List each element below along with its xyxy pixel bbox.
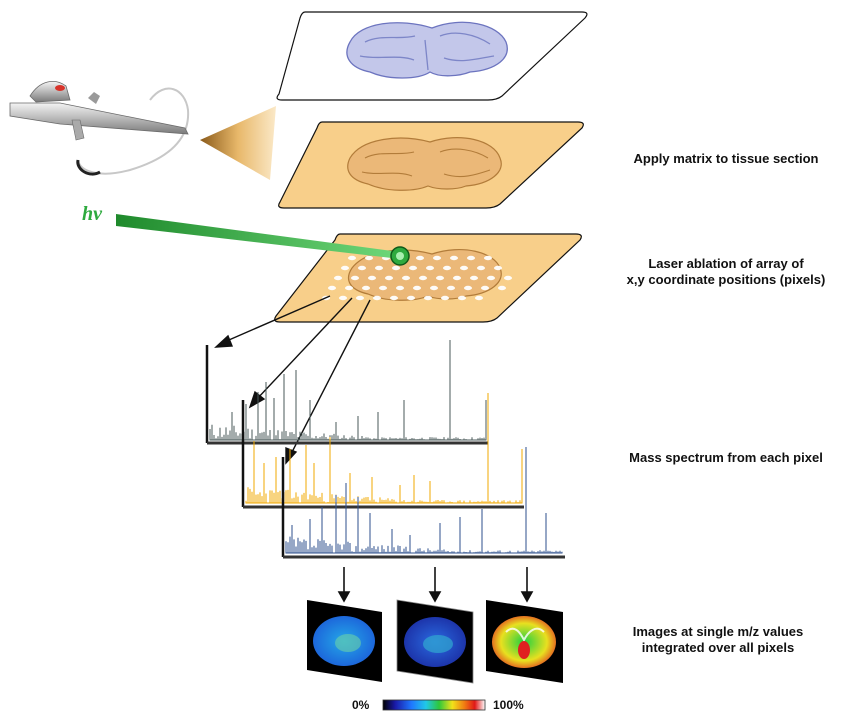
ablation-spot: [368, 275, 376, 281]
ablation-spot: [467, 255, 475, 261]
ablation-spot: [443, 265, 451, 271]
laser-symbol: hν: [82, 203, 102, 225]
ablation-spot: [464, 285, 472, 291]
ablation-spot: [365, 255, 373, 261]
ablation-spot: [470, 275, 478, 281]
ablation-spot: [477, 265, 485, 271]
ablation-spot: [339, 295, 347, 301]
tissue-slide: [276, 11, 588, 101]
step-images-line1: Images at single m/z values: [632, 624, 804, 639]
ablation-spot: [396, 285, 404, 291]
ablation-spot: [345, 285, 353, 291]
ablation-spot: [390, 295, 398, 301]
ablation-spot: [419, 275, 427, 281]
ablation-spot: [392, 265, 400, 271]
ablation-spot: [407, 295, 415, 301]
ablation-spot: [487, 275, 495, 281]
step-laser-ablation-line2: x,y coordinate positions (pixels): [626, 272, 826, 287]
step-mass-spectrum: Mass spectrum from each pixel: [629, 450, 823, 465]
pixel-to-spectrum-arrows: [214, 295, 371, 465]
spray-cone-icon: [200, 106, 276, 180]
ablation-spot: [409, 265, 417, 271]
ablation-spot: [362, 285, 370, 291]
ablation-spot: [484, 255, 492, 261]
spectrum-to-image-arrows: [337, 567, 534, 603]
ablation-spot: [447, 285, 455, 291]
ablation-spot: [385, 275, 393, 281]
ablation-spot: [334, 275, 342, 281]
ablation-spot: [450, 255, 458, 261]
ablation-spot: [504, 275, 512, 281]
ablation-spot: [433, 255, 441, 261]
colorbar-min-label: 0%: [352, 698, 370, 712]
ablation-spot: [373, 295, 381, 301]
ion-image-3: [486, 600, 563, 683]
ablation-spot: [351, 275, 359, 281]
ablation-spot: [481, 285, 489, 291]
ablation-spot: [416, 255, 424, 261]
ablation-spot: [413, 285, 421, 291]
ablation-spot: [426, 265, 434, 271]
ablation-spot: [458, 295, 466, 301]
ablation-spot: [475, 295, 483, 301]
step-laser-ablation-line1: Laser ablation of array of: [648, 256, 804, 271]
airbrush-sprayer-icon: [9, 81, 190, 176]
ablation-spot: [430, 285, 438, 291]
ablation-spot: [358, 265, 366, 271]
spectrum-yellow: [241, 393, 524, 509]
ablation-spot: [402, 275, 410, 281]
ablation-spot: [494, 265, 502, 271]
ablation-spot: [436, 275, 444, 281]
ablation-spot: [328, 285, 336, 291]
ablation-spot: [341, 265, 349, 271]
ablation-spot: [441, 295, 449, 301]
laser-beam-icon: [116, 214, 410, 266]
ablation-spot: [460, 265, 468, 271]
ablation-spot: [453, 275, 461, 281]
laser-ablation-slide: [274, 233, 582, 323]
spectrum-gray: [205, 340, 488, 445]
ablation-spot: [379, 285, 387, 291]
spectrum-blue: [281, 447, 565, 559]
ablation-spot: [356, 295, 364, 301]
matrix-coated-slide: [278, 121, 584, 209]
colorbar-max-label: 100%: [493, 698, 524, 712]
ablation-spot: [424, 295, 432, 301]
ion-image-1: [307, 600, 382, 682]
step-apply-matrix: Apply matrix to tissue section: [633, 151, 819, 166]
ablation-spot: [348, 255, 356, 261]
ablation-spot: [375, 265, 383, 271]
intensity-colorbar: [382, 699, 486, 711]
ablation-spot: [498, 285, 506, 291]
mass-spectra: [205, 340, 565, 559]
step-images-line2: integrated over all pixels: [641, 640, 795, 655]
ion-image-2: [396, 599, 474, 684]
